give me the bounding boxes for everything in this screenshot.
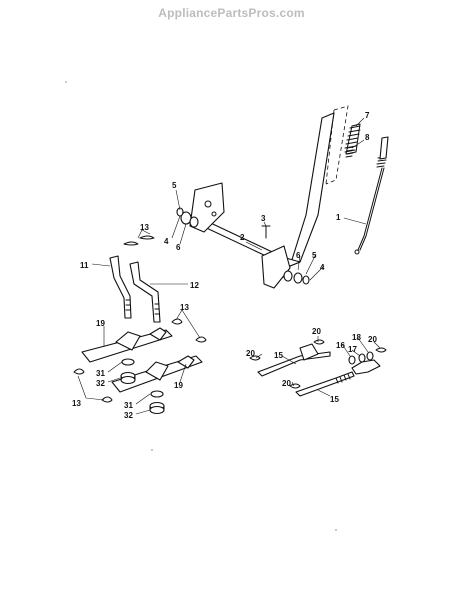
linkage-rod-lower: [295, 359, 381, 397]
cross-shaft: [189, 182, 291, 289]
watermark: AppliancePartsPros.com: [158, 6, 305, 20]
speck: [335, 529, 337, 531]
callout-18: 18: [352, 333, 361, 342]
callout-4-left: 4: [164, 237, 169, 246]
small-spring: [345, 146, 354, 158]
callout-20-a: 20: [246, 349, 255, 358]
linkage-rod-upper: [257, 343, 331, 377]
callout-15-lower: 15: [330, 395, 339, 404]
callout-15-upper: 15: [274, 351, 283, 360]
callout-6-right: 6: [296, 251, 301, 260]
callout-19-upper: 19: [96, 319, 105, 328]
speck: [65, 81, 67, 83]
washers-lower: [149, 390, 165, 415]
bolt: [261, 225, 271, 239]
callout-13-right: 13: [180, 303, 189, 312]
callout-5-left: 5: [172, 181, 177, 190]
hairpin-clips-top: [123, 235, 155, 246]
lift-link-right: [129, 261, 161, 323]
lift-arm-upper: [81, 327, 173, 363]
callout-32-upper: 32: [96, 379, 105, 388]
callout-16: 16: [336, 341, 345, 350]
callout-3: 3: [261, 214, 266, 223]
callout-5-right: 5: [312, 251, 317, 260]
callout-12: 12: [190, 281, 199, 290]
callout-20-d: 20: [368, 335, 377, 344]
callout-7: 7: [365, 111, 370, 120]
callout-20-b: 20: [312, 327, 321, 336]
washers-upper: [120, 358, 136, 385]
callout-labels: 1 2 3 4 4 5 5 6 6 7 8 11 12 13 13 13 15 …: [72, 111, 377, 420]
callout-32-lower: 32: [124, 411, 133, 420]
callout-8: 8: [365, 133, 370, 142]
lift-arm-lower: [111, 355, 203, 393]
lift-link-left: [109, 255, 132, 319]
callout-2: 2: [240, 233, 245, 242]
grip-spring: [344, 123, 361, 155]
hairpin-clips-lower: [73, 368, 113, 403]
callout-19-lower: 19: [174, 381, 183, 390]
callout-6-left: 6: [176, 243, 181, 252]
callout-11: 11: [80, 261, 89, 270]
clip-parts: [249, 339, 387, 389]
leader-lines: [77, 117, 381, 415]
hairpin-clips-right: [171, 318, 207, 343]
callout-31-upper: 31: [96, 369, 105, 378]
bushing-right: [283, 270, 310, 285]
control-rod: [354, 136, 389, 255]
callout-31-lower: 31: [124, 401, 133, 410]
callout-17: 17: [348, 345, 357, 354]
callout-4-right: 4: [320, 263, 325, 272]
callout-20-c: 20: [282, 379, 291, 388]
callout-13-top: 13: [140, 223, 149, 232]
callout-1: 1: [336, 213, 341, 222]
callout-13-lower: 13: [72, 399, 81, 408]
speck: [151, 449, 153, 451]
